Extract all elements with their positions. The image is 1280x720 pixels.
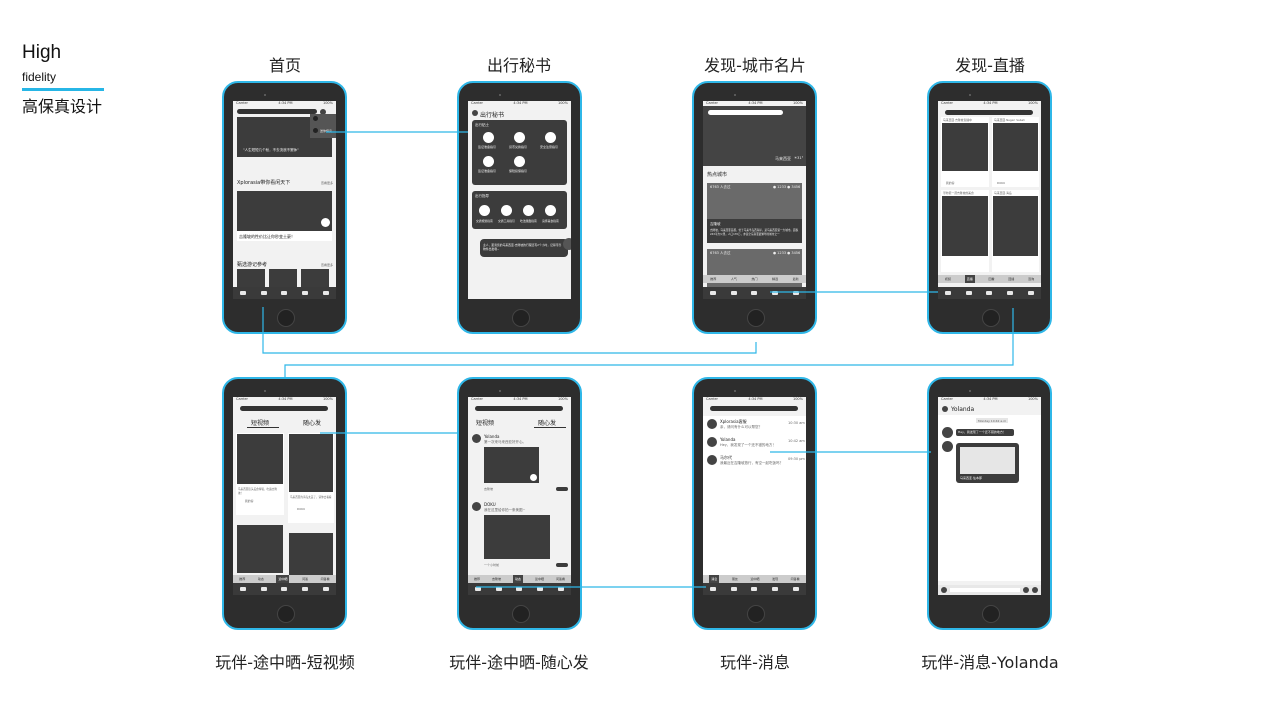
avatar[interactable] (942, 427, 953, 438)
assistant-avatar[interactable] (563, 238, 571, 250)
post-user-2: DOKU (484, 502, 496, 507)
avatar[interactable] (707, 419, 717, 429)
chat-name: Yolanda (951, 406, 975, 413)
back-icon[interactable] (942, 406, 948, 412)
msg-name-3[interactable]: 马尔代 (720, 455, 732, 460)
search-bar[interactable] (710, 406, 798, 411)
feature-card[interactable] (237, 191, 332, 231)
chat-date: Monday 10:42 a.m (978, 419, 1007, 423)
tip-text: 主人，距离您的马来西亚-吉隆坡的行程还有2个小时，记得带齐物件出发哦~ (483, 243, 562, 251)
avatar[interactable] (707, 437, 717, 447)
link-live-shortvideo (284, 308, 1014, 378)
live-subtabs[interactable]: 视频直播回看回播咨询 (938, 275, 1041, 283)
title-home: 首页 (268, 56, 301, 75)
tips-panel (472, 120, 567, 185)
title-live: 发现-直播 (955, 56, 1025, 75)
section-title-1: Xplorasia带你看闲天下 (237, 180, 291, 186)
tab-moment[interactable]: 随心发 (303, 420, 322, 427)
hot-city-heading: 热点城市 (707, 172, 728, 178)
chat-bubble (956, 429, 1014, 436)
tip-bubble (480, 239, 568, 257)
card-caption: 吉隆坡的性价比让你秒变土豪！ (239, 234, 295, 239)
avatar-icon[interactable] (320, 109, 326, 115)
header-high: High (22, 42, 62, 63)
avatar[interactable] (707, 455, 717, 465)
post-image-1[interactable] (484, 447, 539, 483)
home-button (276, 309, 295, 327)
avatar[interactable] (472, 502, 481, 511)
header-underline (22, 88, 104, 91)
moment-subtabs[interactable]: 推荐吉隆坡动态途中晒问答看 (468, 575, 571, 583)
avatar[interactable] (942, 441, 953, 452)
back-icon[interactable] (472, 110, 478, 116)
more-link-1[interactable]: 查看更多 (321, 181, 334, 185)
shortvideo-subtabs[interactable]: 推荐动态途中晒问答问答看 (233, 575, 336, 583)
search-bar[interactable] (240, 406, 328, 411)
title-messages: 玩伴-消息 (720, 653, 790, 672)
post-user-1: Yolanda (484, 434, 500, 439)
city-temp: ☀31° (794, 156, 804, 160)
banner-quote: "人生短短几个秋，不去流浪不罢休" (243, 148, 299, 152)
city-subtabs[interactable]: 推荐人气热门精选最新 (703, 275, 806, 283)
tab-moment[interactable]: 随心发 (538, 420, 557, 427)
bottom-tabbar[interactable] (233, 287, 336, 299)
search-bar[interactable] (475, 406, 563, 411)
msg-name-1[interactable]: Xplorasia客服 (720, 419, 747, 424)
title-shortvideo: 玩伴-途中晒-短视频 (215, 653, 355, 672)
title-moment: 玩伴-途中晒-随心发 (449, 653, 589, 672)
city-hero (703, 106, 806, 166)
search-bar[interactable] (945, 110, 1033, 115)
voice-icon[interactable] (941, 587, 947, 593)
title-secretary: 出行秘书 (486, 56, 551, 75)
post-image-2[interactable] (484, 515, 550, 559)
search-bar[interactable] (708, 110, 783, 115)
avatar[interactable] (472, 434, 481, 443)
messages-subtabs[interactable]: 消息朋友途中晒发现问答看 (703, 575, 806, 583)
header-cn: 高保真设计 (22, 97, 103, 116)
title-chat: 玩伴-消息-Yolanda (921, 653, 1059, 672)
tab-shortvideo[interactable]: 短视频 (476, 420, 495, 427)
city-location: 马来西亚 (775, 156, 791, 161)
section-title-2: 甄选游记参考 (237, 262, 268, 268)
add-icon[interactable] (1032, 587, 1038, 593)
popup-label: 送你惊喜 (320, 129, 333, 133)
title-city: 发现-城市名片 (704, 56, 806, 75)
emoji-icon[interactable] (1023, 587, 1029, 593)
secretary-title: 出行秘书 (480, 112, 505, 119)
chat-input[interactable] (950, 588, 1020, 592)
msg-name-2[interactable]: Yolanda (720, 437, 736, 442)
header-fidelity: fidelity (22, 70, 57, 84)
tab-shortvideo[interactable]: 短视频 (251, 420, 270, 427)
search-bar[interactable] (237, 109, 317, 114)
more-link-2[interactable]: 查看更多 (321, 263, 334, 267)
